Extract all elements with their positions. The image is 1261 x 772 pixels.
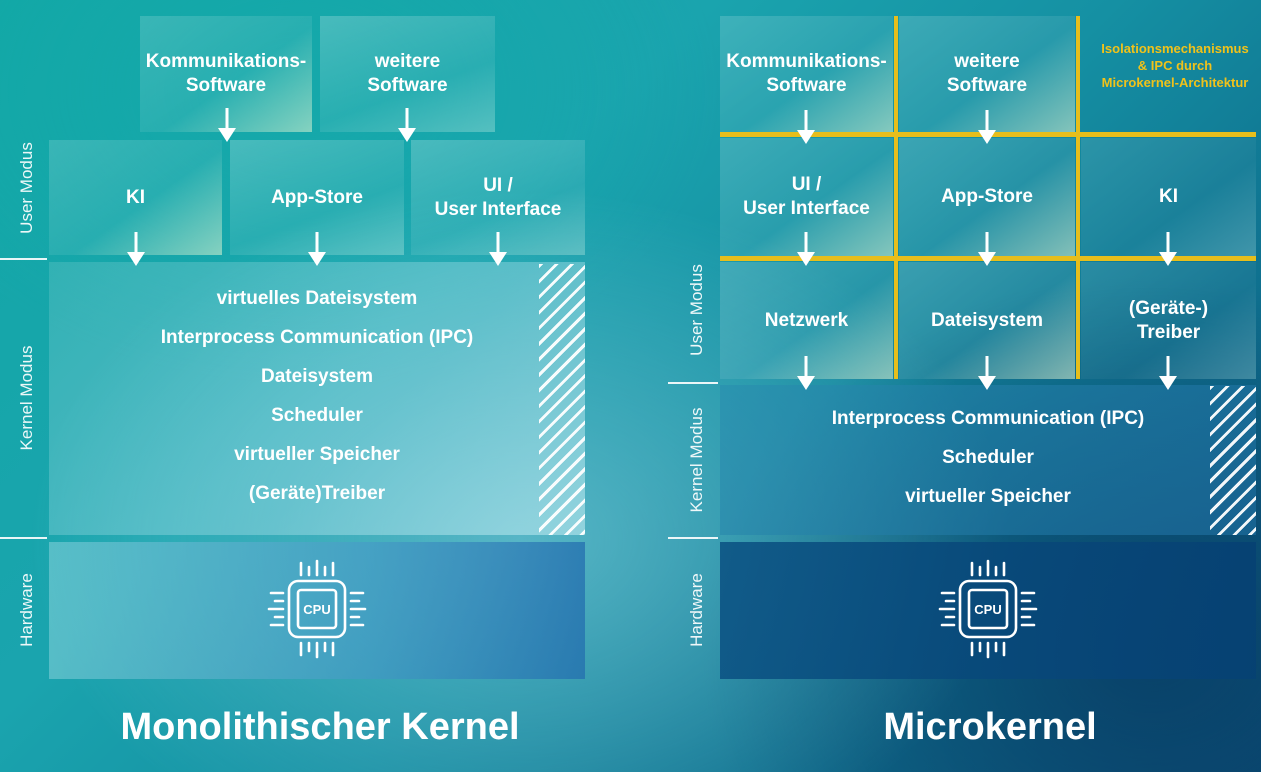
micro-box-netzwerk: Netzwerk [720,262,893,379]
arrow-down-icon [1159,232,1177,266]
layer-label: Kernel Modus [17,345,36,451]
arrow-down-icon [978,356,996,390]
box-line: Kommunikations- [145,51,307,72]
kernel-item: Interprocess Communication (IPC) [831,408,1145,429]
kernel-item: virtueller Speicher [905,486,1071,507]
box-line: Software [946,75,1028,96]
mono-divider-kernel-hardware [0,537,47,539]
micro-divider-kernel-hardware [668,537,718,539]
layer-label: User Modus [17,142,36,234]
arrow-down-icon [308,232,326,266]
micro-hatch-stripe [1210,386,1256,535]
arrow-down-icon [797,356,815,390]
mono-hatch-stripe [539,264,585,535]
cpu-label: CPU [303,602,330,617]
note-line: & IPC durch [1137,58,1213,73]
micro-box-ui: UI / User Interface [720,138,893,256]
box-line: Dateisystem [931,309,1043,331]
box-line: Netzwerk [764,309,849,331]
box-line: UI / [791,174,822,195]
box-line: KI [126,186,145,208]
arrow-down-icon [398,108,416,142]
kernel-item: virtueller Speicher [234,444,400,465]
note-line: Isolationsmechanismus [1101,41,1249,56]
box-line: Software [766,75,847,96]
isolation-line [894,16,898,379]
kernel-item: Scheduler [271,405,363,426]
box-line: User Interface [434,198,562,220]
box-line: App-Store [271,186,363,208]
micro-divider-user-kernel [668,382,718,384]
micro-kernel-list: Interprocess Communication (IPC) Schedul… [720,408,1256,525]
box-line: Treiber [1136,321,1201,343]
box-line: weitere [954,51,1020,72]
box-line: User Interface [743,198,870,219]
cpu-label: CPU [974,602,1001,617]
layer-label: Kernel Modus [687,407,706,513]
box-line: (Geräte-) [1128,297,1209,319]
arrow-down-icon [127,232,145,266]
box-line: KI [1159,186,1178,207]
note-line: Microkernel-Architektur [1101,75,1249,90]
box-line: Kommunikations- [726,51,887,72]
micro-title: Microkernel [883,706,1097,748]
arrow-down-icon [978,232,996,266]
box-line: Software [367,75,448,96]
arrow-down-icon [218,108,236,142]
isolation-line [1076,16,1080,379]
mono-divider-user-kernel [0,258,47,260]
box-line: App-Store [941,186,1033,207]
mono-title: Monolithischer Kernel [120,706,520,748]
isolation-note: Isolationsmechanismus & IPC durch Microk… [1082,40,1261,91]
mono-kernel-list: virtuelles Dateisystem Interprocess Comm… [49,288,585,522]
cpu-chip-icon: CPU [938,559,1038,659]
kernel-item: (Geräte)Treiber [248,483,386,504]
kernel-item: virtuelles Dateisystem [216,288,418,309]
layer-label: Hardware [17,573,36,647]
layer-label: Hardware [687,573,706,647]
arrow-down-icon [1159,356,1177,390]
cpu-chip-icon: CPU [267,559,367,659]
kernel-item: Interprocess Communication (IPC) [160,327,474,348]
kernel-item: Scheduler [942,447,1034,468]
mono-kernel-block [49,262,585,535]
mono-box-app-store: App-Store [230,140,404,255]
micro-box-app-store: App-Store [899,138,1075,256]
layer-label: User Modus [687,264,706,356]
kernel-item: Dateisystem [261,366,373,387]
arrow-down-icon [978,110,996,144]
arrow-down-icon [797,110,815,144]
box-line: weitere [374,51,441,72]
arrow-down-icon [489,232,507,266]
micro-kernel-block [720,385,1256,535]
box-line: UI / [483,174,513,196]
box-line: Software [185,75,267,96]
arrow-down-icon [797,232,815,266]
